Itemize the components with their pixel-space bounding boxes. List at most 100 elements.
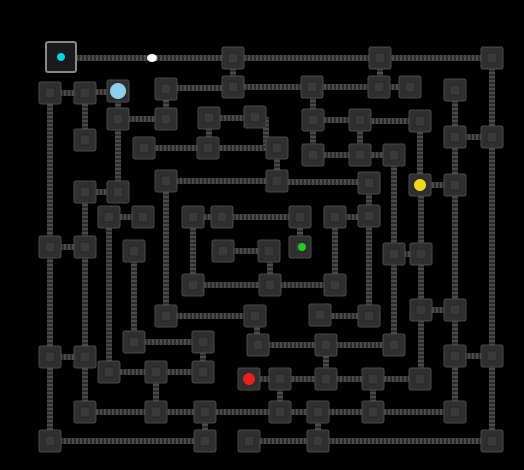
maze-node[interactable] [237,429,261,453]
maze-node[interactable] [308,303,332,327]
maze-node[interactable] [144,400,168,424]
maze-node[interactable] [144,360,168,384]
maze-node[interactable] [211,239,235,263]
green-orb[interactable] [298,243,306,251]
maze-node[interactable] [258,273,282,297]
maze-node[interactable] [243,105,267,129]
maze-node[interactable] [122,239,146,263]
maze-node[interactable] [73,180,97,204]
maze-node[interactable] [301,143,325,167]
maze-node[interactable] [132,136,156,160]
maze-node[interactable] [382,242,406,266]
maze-node[interactable] [443,125,467,149]
maze-node[interactable] [314,333,338,357]
maze-node[interactable] [154,77,178,101]
maze-node[interactable] [409,298,433,322]
maze-node[interactable] [265,136,289,160]
maze-node[interactable] [357,171,381,195]
maze-node[interactable] [106,180,130,204]
maze-node[interactable] [191,360,215,384]
maze-node[interactable] [300,75,324,99]
maze-node[interactable] [480,46,504,70]
maze-node[interactable] [97,205,121,229]
maze-node[interactable] [323,205,347,229]
maze-node[interactable] [368,46,392,70]
maze-node[interactable] [210,205,234,229]
maze-node[interactable] [73,235,97,259]
maze-node[interactable] [408,367,432,391]
maze-node[interactable] [367,75,391,99]
maze-node[interactable] [323,273,347,297]
maze-node[interactable] [191,330,215,354]
maze-node[interactable] [181,273,205,297]
rail-connector [323,345,329,379]
maze-node[interactable] [181,205,205,229]
rail-connector [82,192,88,247]
maze-node[interactable] [382,143,406,167]
maze-node[interactable] [301,108,325,132]
maze-node[interactable] [357,304,381,328]
maze-node[interactable] [221,46,245,70]
maze-node[interactable] [106,107,130,131]
maze-node[interactable] [38,81,62,105]
maze-node[interactable] [197,106,221,130]
maze-node[interactable] [38,235,62,259]
maze-node[interactable] [196,136,220,160]
start-marker[interactable] [57,53,65,61]
rail-connector [50,354,85,360]
maze-node[interactable] [73,81,97,105]
maze-node[interactable] [361,367,385,391]
maze-node[interactable] [443,344,467,368]
maze-node[interactable] [193,429,217,453]
maze-node[interactable] [193,400,217,424]
maze-node[interactable] [97,360,121,384]
rail-connector [134,339,203,345]
rail-connector [418,254,424,310]
maze-node[interactable] [288,205,312,229]
maze-node[interactable] [154,304,178,328]
maze-node[interactable] [38,345,62,369]
maze-node[interactable] [265,169,289,193]
rail-connector [418,185,424,254]
maze-node[interactable] [382,333,406,357]
maze-node[interactable] [480,125,504,149]
light-blue-orb[interactable] [110,83,126,99]
maze-node[interactable] [443,400,467,424]
maze-node[interactable] [348,108,372,132]
maze-node[interactable] [348,143,372,167]
red-orb[interactable] [243,373,255,385]
maze-node[interactable] [38,429,62,453]
maze-node[interactable] [357,204,381,228]
maze-node[interactable] [243,304,267,328]
maze-node[interactable] [221,75,245,99]
maze-node[interactable] [314,367,338,391]
maze-node[interactable] [154,169,178,193]
maze-node[interactable] [268,400,292,424]
maze-node[interactable] [480,429,504,453]
maze-node[interactable] [73,400,97,424]
maze-node[interactable] [73,128,97,152]
maze-node[interactable] [257,239,281,263]
rail-connector [452,137,458,185]
maze-node[interactable] [361,400,385,424]
maze-node[interactable] [268,367,292,391]
rail-connector [280,409,318,415]
maze-node[interactable] [306,429,330,453]
maze-node[interactable] [443,298,467,322]
maze-node[interactable] [131,205,155,229]
maze-node[interactable] [408,109,432,133]
maze-node[interactable] [398,75,422,99]
maze-node[interactable] [154,107,178,131]
maze-node[interactable] [306,400,330,424]
maze-node[interactable] [480,344,504,368]
maze-node[interactable] [122,330,146,354]
yellow-orb[interactable] [414,179,426,191]
maze-node[interactable] [409,242,433,266]
maze-node[interactable] [443,173,467,197]
maze-node[interactable] [246,333,270,357]
rail-connector [202,412,208,441]
maze-node[interactable] [73,345,97,369]
maze-node[interactable] [443,78,467,102]
